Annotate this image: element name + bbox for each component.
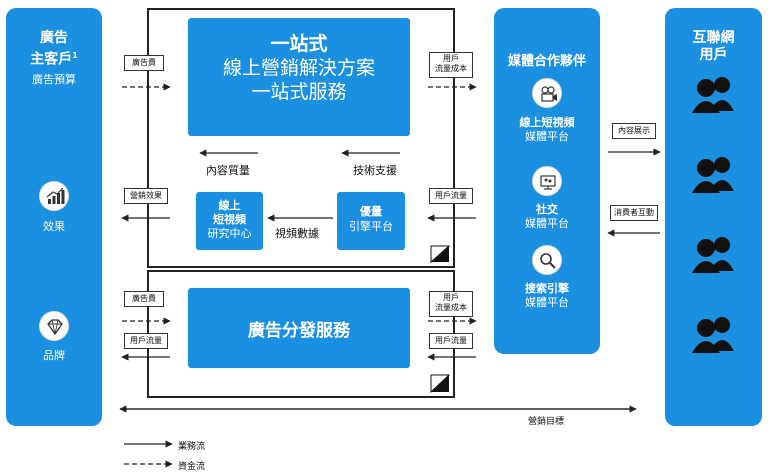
one-stop-subtitle: 線上營銷解決方案 <box>222 57 375 79</box>
video-camera-icon <box>532 78 562 108</box>
tag-ad-fee-bottom: 廣告費 <box>124 291 164 307</box>
advertisers-title-line2: 主客戶 <box>30 51 73 68</box>
partner3-line1: 搜索引擎 <box>525 282 569 295</box>
research-center-box: 線上 短視頻 研究中心 <box>196 192 263 250</box>
legend-capital-flow: 資金流 <box>178 462 206 472</box>
one-stop-service: 一站式服務 <box>251 81 347 103</box>
users-title-line2: 用戶 <box>699 47 728 63</box>
one-stop-solution-box: 一站式 線上營銷解決方案 一站式服務 <box>188 18 410 136</box>
one-stop-title: 一站式 <box>270 33 328 55</box>
ad-distribution-box: 廣告分發服務 <box>188 288 410 368</box>
one-stop-frame-shadow <box>147 266 451 267</box>
user-group-icon-4 <box>692 317 734 353</box>
engine-line2: 引擎平台 <box>349 220 393 233</box>
social-monitor-icon <box>532 166 562 196</box>
partner2-line1: 社交 <box>536 203 558 216</box>
content-quality-label: 內容質量 <box>206 164 250 177</box>
tag-user-traffic-cost-bottom: 用戶 流量成本 <box>429 291 473 317</box>
media-partners-title: 媒體合作夥伴 <box>507 54 586 69</box>
advertisers-footnote-mark: 1 <box>72 51 78 60</box>
search-icon <box>532 245 562 275</box>
legend-business-flow: 業務流 <box>178 442 206 452</box>
partner1-line2: 媒體平台 <box>525 130 569 143</box>
effect-label: 效果 <box>43 220 65 233</box>
user-group-icon-2 <box>692 157 734 193</box>
partner2-line2: 媒體平台 <box>525 217 569 230</box>
partner3-line2: 媒體平台 <box>525 296 569 309</box>
engine-platform-box: 優量 引擎平台 <box>337 192 405 250</box>
tech-support-label: 技術支援 <box>353 164 397 177</box>
tag-user-traffic-top: 用戶流量 <box>429 188 473 204</box>
brand-label: 品牌 <box>43 349 65 362</box>
partner1-line1: 線上短視頻 <box>519 116 575 129</box>
tag-user-traffic-cost-top: 用戶 流量成本 <box>429 52 473 78</box>
tag-consumer-interaction: 消費者互動 <box>610 205 658 221</box>
tag-user-traffic-bottom-left: 用戶流量 <box>124 333 168 349</box>
effect-chart-icon <box>39 181 69 211</box>
tag-content-display: 內容展示 <box>612 123 656 139</box>
ad-distribution-title: 廣告分發服務 <box>248 321 350 341</box>
advertisers-column: 廣告 主客戶1 廣告預算 效果 品牌 <box>6 8 102 426</box>
tag-ad-fee-top: 廣告費 <box>124 55 164 71</box>
research-line1: 線上 <box>218 199 241 212</box>
media-partners-column: 媒體合作夥伴 線上短視頻 媒體平台 社交 媒體平台 搜索引擎 媒體平台 <box>494 8 600 354</box>
research-line3: 研究中心 <box>207 227 252 240</box>
video-data-label: 視頻數據 <box>275 227 319 240</box>
engine-line1: 優量 <box>360 205 382 218</box>
internet-users-column: 互聯網 用戶 <box>665 8 762 426</box>
tag-user-traffic-bottom-right: 用戶流量 <box>429 333 473 349</box>
tag-marketing-effect: 營銷效果 <box>124 188 168 204</box>
user-group-icon-3 <box>692 237 734 273</box>
brand-diamond-icon <box>39 311 69 341</box>
users-title-line1: 互聯網 <box>692 30 735 46</box>
research-line2: 短視頻 <box>213 213 246 226</box>
marketing-target-label: 營銷目標 <box>528 417 565 427</box>
advertisers-subtitle: 廣告預算 <box>32 72 76 86</box>
advertisers-title-line1: 廣告 <box>40 30 68 46</box>
user-group-icon-1 <box>692 77 734 113</box>
